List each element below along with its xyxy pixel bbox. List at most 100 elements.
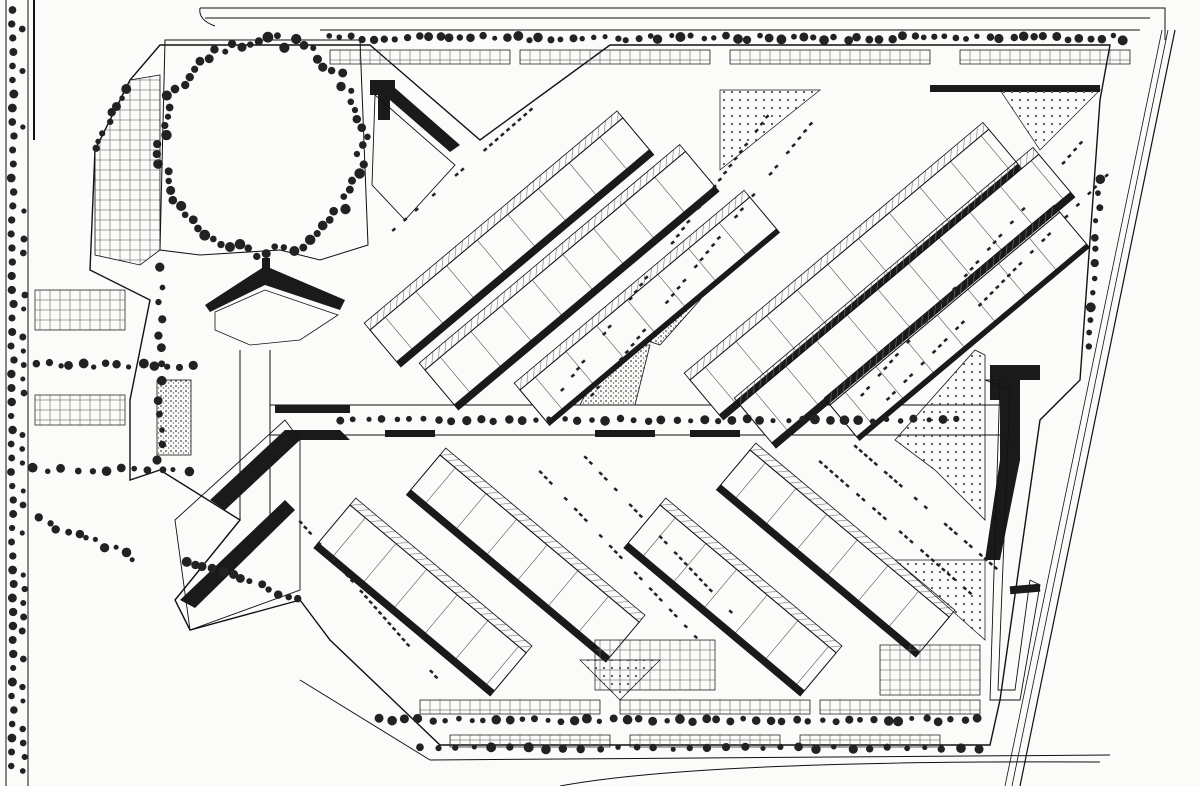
tree [412, 713, 423, 724]
car [993, 565, 999, 571]
plaza [894, 559, 986, 641]
tree [357, 123, 367, 133]
tree [466, 33, 475, 43]
car [363, 594, 369, 600]
car [903, 378, 908, 384]
tree [1018, 31, 1029, 42]
car [768, 171, 773, 177]
tree [289, 246, 300, 257]
tree [741, 742, 750, 751]
car [1104, 173, 1109, 178]
tree [961, 716, 970, 724]
tree [143, 466, 152, 475]
car [853, 444, 859, 449]
tree [456, 34, 464, 41]
tree [188, 360, 198, 371]
car [883, 470, 889, 475]
tree [609, 714, 618, 723]
tree [89, 468, 97, 475]
car [863, 453, 869, 458]
plaza [579, 659, 661, 701]
tree [700, 415, 710, 425]
tree [74, 467, 82, 475]
car [989, 290, 994, 296]
tree [956, 743, 966, 754]
tree [869, 418, 876, 425]
tree [111, 101, 121, 112]
tree [545, 717, 551, 723]
car [1067, 153, 1072, 159]
car [834, 474, 840, 479]
tree [615, 744, 621, 750]
tree [757, 32, 763, 39]
tree [937, 745, 945, 753]
car [941, 567, 946, 572]
tree [764, 33, 774, 43]
plaza [999, 89, 1101, 151]
tree [1087, 35, 1095, 43]
tree [165, 103, 174, 112]
tree [630, 417, 637, 424]
car [975, 259, 980, 265]
car [802, 128, 808, 134]
tree [686, 745, 693, 752]
tree [436, 32, 446, 41]
parking-lot [419, 699, 601, 715]
tree [558, 744, 568, 753]
tree [8, 636, 17, 644]
tree [399, 714, 409, 724]
car [883, 365, 888, 371]
tree [234, 238, 246, 250]
tree [770, 418, 776, 424]
car [906, 339, 911, 344]
car [678, 556, 684, 561]
car [688, 566, 694, 572]
car [898, 483, 904, 488]
car [373, 605, 378, 610]
car [588, 460, 594, 466]
tree [933, 717, 943, 727]
tree [19, 432, 26, 438]
tree [9, 496, 17, 504]
tree [1090, 289, 1096, 296]
tree [345, 185, 354, 194]
parking-lot [34, 289, 126, 331]
car [668, 608, 674, 613]
tree [1091, 234, 1099, 242]
tree [8, 327, 17, 337]
tree [106, 118, 114, 126]
car [898, 530, 904, 535]
tree [20, 613, 28, 621]
tree [44, 468, 51, 475]
tree [766, 716, 776, 726]
car [839, 478, 845, 484]
tree [503, 33, 512, 42]
car [1021, 206, 1026, 212]
tree [972, 713, 982, 723]
car [675, 233, 681, 238]
tree [8, 454, 16, 462]
car [595, 385, 601, 390]
tree [9, 89, 19, 99]
car [913, 496, 919, 501]
car [937, 343, 943, 349]
car [368, 600, 374, 605]
tree [799, 32, 809, 42]
car [349, 578, 355, 584]
tree [953, 415, 960, 423]
tree [47, 520, 54, 527]
car [500, 132, 505, 137]
tree [819, 35, 829, 45]
tree [194, 224, 202, 233]
car [431, 192, 437, 197]
tree [9, 76, 16, 84]
tree [224, 242, 235, 252]
tree [420, 415, 427, 422]
car [728, 163, 733, 168]
car [877, 372, 882, 378]
tree [246, 578, 253, 585]
entrance-pavilion [205, 258, 345, 346]
tree [9, 48, 18, 56]
car [560, 387, 565, 392]
tree [424, 32, 434, 42]
